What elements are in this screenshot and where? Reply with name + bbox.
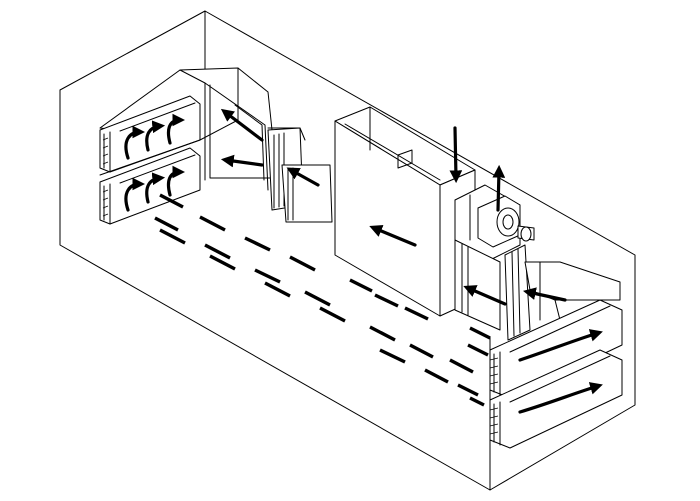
dashed-flow-lines — [154, 193, 491, 407]
right-filter-panels — [454, 239, 531, 341]
blower-fan — [454, 184, 535, 261]
airflow-arrows — [124, 108, 603, 414]
